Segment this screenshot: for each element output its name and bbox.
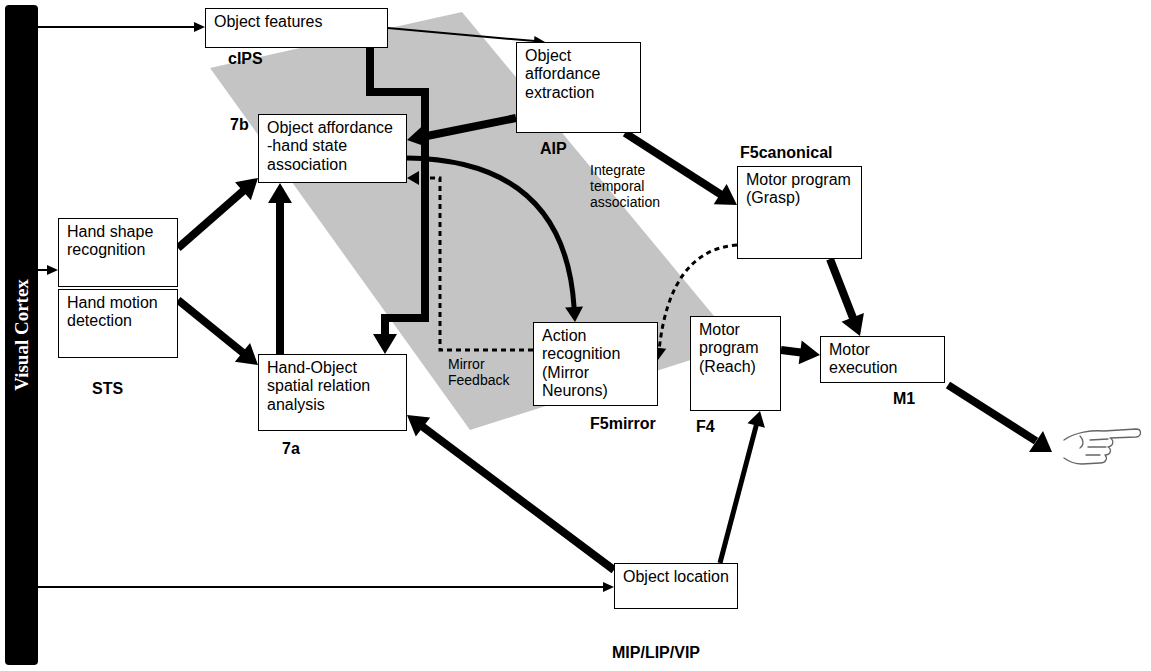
arrow-head [407,415,430,437]
box-label: Object affordance -hand state associatio… [267,119,398,174]
arrow-head [407,171,419,185]
process-box: Hand shape recognition [58,218,178,287]
connector-line [720,425,756,563]
arrow-head [842,313,864,336]
connector [407,415,614,570]
area-label: cIPS [228,50,263,68]
connector-line [781,350,801,353]
arrow-head [407,124,429,148]
arrow-head [235,178,258,200]
connector [370,48,425,354]
area-label: F5canonical [740,144,832,162]
hand-illustration [1064,429,1141,464]
arrow-head [47,265,58,275]
process-box: Hand motion detection [58,289,178,358]
process-box: Object features [205,8,388,48]
connector-line [830,259,853,318]
process-box: Object location [614,563,738,609]
connector-line [370,48,425,335]
connector-line [38,586,604,588]
connector [268,183,292,354]
arrow-head [235,343,258,365]
connector [781,341,820,365]
connector [178,300,258,365]
process-box: Action recognition (Mirror Neurons) [533,322,658,406]
connector-line [418,178,533,350]
process-box: Object affordance -hand state associatio… [258,114,407,183]
arrow-head [747,411,764,428]
arrow-head [373,334,397,354]
area-label: 7a [282,440,300,458]
shaded-band [210,12,738,430]
output-arrow-line [948,385,1036,441]
area-label: AIP [540,140,567,158]
connector [407,171,533,350]
connector-line [276,202,284,354]
process-box: Motor execution [820,336,945,383]
connector [407,158,583,322]
output-arrow [948,385,1052,452]
connector-line [422,426,614,570]
arrow-head [268,183,292,203]
connector [720,411,765,563]
box-label: Hand-Object spatial relation analysis [267,359,398,414]
connector-line [38,269,48,271]
edge-label: Mirror Feedback [448,356,528,388]
box-label: Action recognition (Mirror Neurons) [542,327,649,401]
connector-line [407,158,574,308]
connector-line [38,26,195,28]
arrow-head [194,22,205,32]
arrow-head [714,184,737,205]
output-arrow-head [1029,431,1052,452]
box-label: Object features [214,13,379,31]
area-label: F5mirror [590,415,656,433]
hand-outline [1064,429,1141,464]
box-label: Motor program (Reach) [699,321,772,376]
connector [830,259,864,336]
connector [38,582,614,592]
cortex-bar: Visual Cortex [5,5,38,665]
connector [38,22,205,32]
area-label: M1 [893,390,915,408]
arrow-head [565,306,583,322]
process-box: Object affordance extraction [516,42,641,133]
process-box: Hand-Object spatial relation analysis [258,354,407,431]
edge-label: Integrate temporal association [590,162,690,210]
box-label: Hand shape recognition [67,223,169,260]
box-label: Object location [623,568,729,586]
connector-line [426,118,516,136]
process-box: Motor program (Grasp) [737,166,862,259]
finger-lines [1080,436,1108,455]
connector-line [178,300,243,353]
box-label: Object affordance extraction [525,47,632,102]
area-label: F4 [696,418,715,436]
cortex-label: Visual Cortex [11,279,33,391]
area-label: 7b [230,116,249,134]
arrow-head [603,582,614,592]
area-label: STS [92,380,123,398]
box-label: Hand motion detection [67,294,169,331]
arrow-head [799,341,820,365]
connector [38,265,58,275]
connector [407,118,516,148]
box-label: Motor program (Grasp) [746,171,853,208]
connector-line [178,191,244,248]
box-label: Motor execution [829,341,936,378]
process-box: Motor program (Reach) [690,316,781,411]
connector-line [388,28,535,41]
connector [178,178,258,248]
area-label: MIP/LIP/VIP [612,644,700,662]
